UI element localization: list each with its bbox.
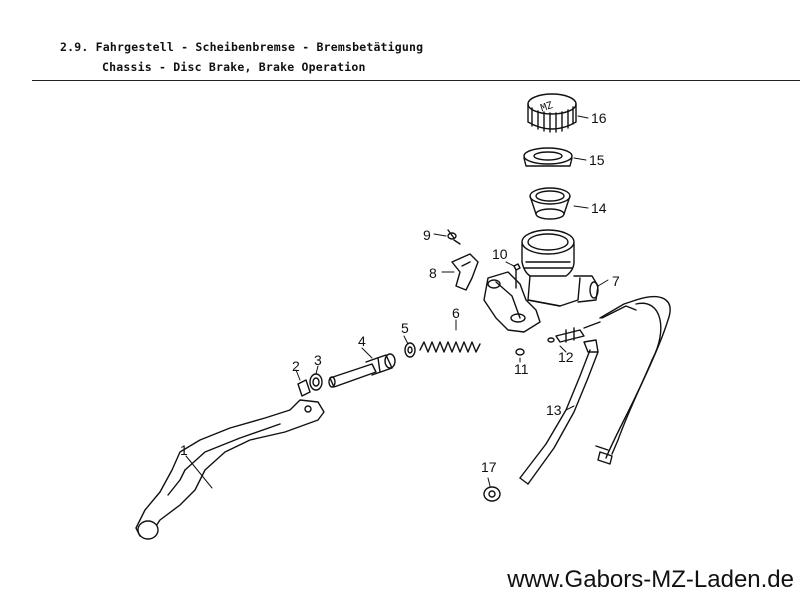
fitting-part-12: [547, 321, 601, 343]
callout-5: 5: [401, 320, 409, 336]
ring-part-5: [404, 342, 416, 358]
cable-wire: [595, 296, 671, 465]
callout-8: 8: [429, 265, 437, 281]
piston-part-4: [328, 353, 396, 388]
svg-text:MZ: MZ: [539, 100, 554, 114]
callout-7: 7: [612, 273, 620, 289]
pin-part-2: [297, 379, 311, 397]
callout-13: 13: [546, 402, 562, 418]
callout-1: 1: [180, 442, 188, 458]
callout-15: 15: [589, 152, 605, 168]
washer-part-11: [515, 348, 525, 356]
bellows-part-14: [529, 187, 571, 220]
callout-14: 14: [591, 200, 607, 216]
callouts: 1 2 3 4 5 6 7 8 9 10 11 12 13 14 15 16 1…: [180, 110, 620, 475]
callout-11: 11: [514, 361, 529, 377]
nut-part-17: [483, 486, 501, 502]
callout-3: 3: [314, 352, 322, 368]
reservoir-ring-part-15: [523, 147, 573, 167]
callout-9: 9: [423, 227, 431, 243]
callout-10: 10: [492, 246, 508, 262]
spring-part-6: [419, 341, 481, 353]
website-watermark: www.Gabors-MZ-Laden.de: [507, 566, 794, 593]
callout-2: 2: [292, 358, 300, 374]
callout-6: 6: [452, 305, 460, 321]
callout-16: 16: [591, 110, 607, 126]
screw-part-9: [447, 229, 461, 245]
heading-german: 2.9. Fahrgestell - Scheibenbremse - Brem…: [60, 40, 424, 54]
heading-english: Chassis - Disc Brake, Brake Operation: [102, 60, 366, 74]
reservoir-cap-part-16: MZ: [527, 93, 577, 133]
header-divider: [32, 80, 800, 81]
bushing-part-3: [309, 373, 323, 391]
bolt-part-10: [513, 263, 521, 289]
callout-4: 4: [358, 333, 366, 349]
leader-lines: [185, 115, 609, 489]
callout-17: 17: [481, 459, 497, 475]
brake-lever-part-1: [135, 399, 325, 540]
callout-12: 12: [558, 349, 574, 365]
clamp-part-8: [451, 253, 479, 291]
